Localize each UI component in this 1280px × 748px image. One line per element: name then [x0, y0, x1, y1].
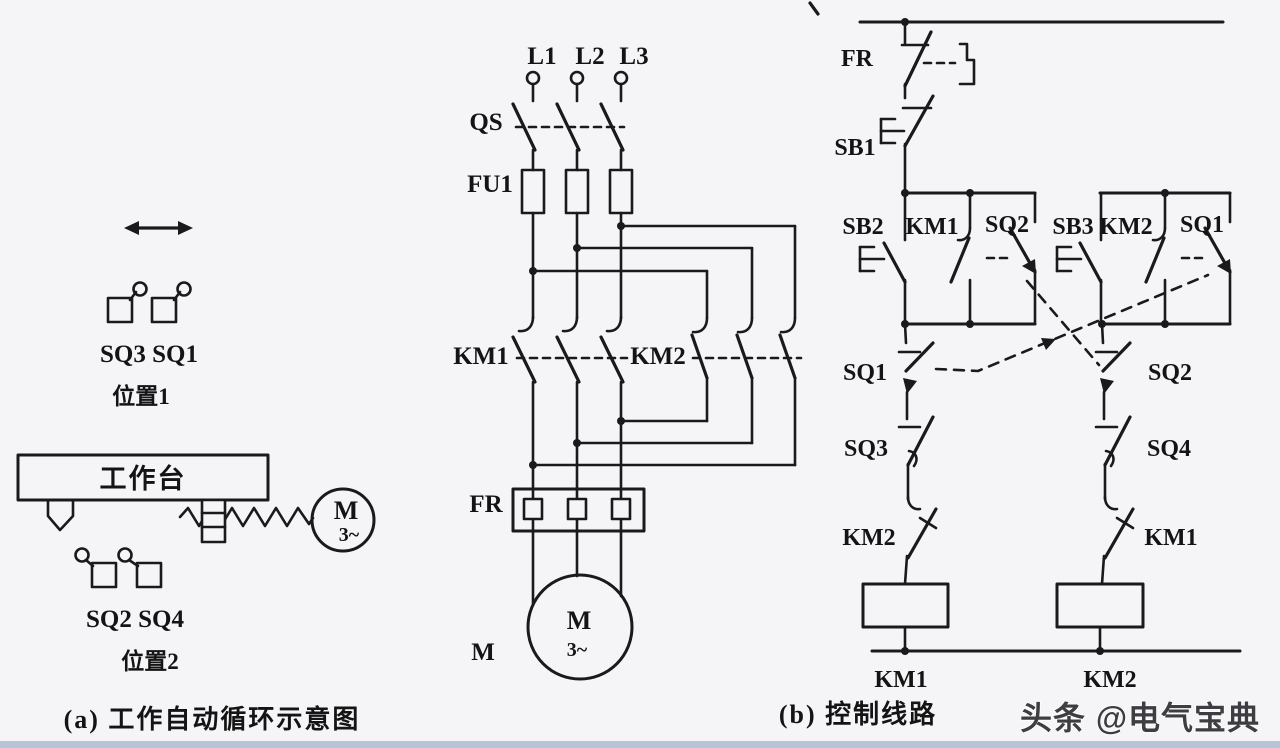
limit-switch-sq4-symbol [117, 547, 163, 589]
panel-b-caption: (b) 控制线路 [779, 699, 937, 729]
bottom-strip [0, 741, 1280, 748]
fr-overload-heaters [511, 380, 646, 533]
panel-a-motor-letter: M [334, 496, 359, 525]
main-motor-letter: M [567, 606, 592, 635]
screw-nut [200, 498, 227, 544]
watermark-text: 头条 @电气宝典 [1020, 700, 1260, 736]
table-dog-pointer [46, 498, 75, 532]
motor-ref-label: M [471, 639, 495, 666]
sb1-label: SB1 [834, 135, 875, 161]
phase-l3-label: L3 [619, 43, 648, 70]
supply-terminals [525, 70, 629, 86]
sq2-no-limit-contact [985, 191, 1037, 326]
worktable-label: 工作台 [100, 463, 187, 494]
control-bottom-bus [870, 647, 1242, 655]
sq2-nc-label: SQ2 [1148, 360, 1192, 386]
km1-main-contacts [511, 315, 629, 384]
km2-coil-box [1055, 582, 1145, 629]
km2-seal-label: KM2 [1099, 214, 1152, 240]
fu1-label: FU1 [467, 171, 513, 198]
km1-interlock-label: KM1 [1144, 525, 1197, 551]
panel-a-motor: M 3~ [310, 487, 376, 553]
limit-switch-sq2-symbol [74, 547, 118, 589]
sq3-nc-label: SQ3 [844, 436, 888, 462]
lead-screw-zigzag [178, 506, 315, 528]
km2-interlock-label: KM2 [842, 525, 895, 551]
sq2-no-label: SQ2 [985, 212, 1029, 238]
sq1-nc-label: SQ1 [843, 360, 887, 386]
panel-a-caption: (a) 工作自动循环示意图 [64, 704, 361, 734]
km2-coil-label: KM2 [1083, 667, 1136, 693]
position1-label: 位置1 [112, 383, 170, 409]
reverse-series-chain [1055, 322, 1145, 653]
phase-wires-and-crossover [529, 211, 797, 320]
km1-main-label: KM1 [453, 343, 509, 370]
sq1-no-limit-contact [1180, 191, 1232, 326]
km1-seal-label: KM1 [905, 214, 958, 240]
mechanical-linkage-dashes [934, 273, 1210, 373]
qs-disconnect-switch [511, 82, 626, 152]
scan-artifact-tick [808, 1, 820, 16]
km1-seal-contact [949, 191, 972, 326]
km1-coil-box [861, 582, 950, 629]
km2-main-label: KM2 [630, 343, 686, 370]
main-motor: M 3~ [526, 529, 634, 681]
fr-trip-element-icon [958, 42, 976, 86]
main-power-circuit: L1 L2 L3 QS FU1 [453, 43, 803, 681]
sb2-label: SB2 [842, 214, 883, 240]
panel-a-motor-phase: 3~ [339, 524, 360, 546]
limit-switch-sq1-symbol [150, 281, 192, 324]
sb3-reverse-button [1055, 191, 1103, 326]
phase-l1-label: L1 [527, 43, 556, 70]
lower-switches-label: SQ2 SQ4 [86, 606, 184, 633]
sb1-stop-button [879, 94, 935, 195]
panel-a-work-cycle-schematic: SQ3 SQ1 位置1 工作台 M 3~ [16, 221, 376, 734]
position2-label: 位置2 [121, 648, 179, 674]
upper-switches-label: SQ3 SQ1 [100, 341, 198, 368]
km2-main-contacts [690, 316, 803, 380]
forward-branch-rails [901, 189, 1037, 328]
km2-seal-contact [1144, 191, 1167, 326]
fr-contact-label: FR [841, 46, 874, 72]
km1-coil-label: KM1 [874, 667, 927, 693]
qs-label: QS [469, 109, 502, 136]
fr-nc-contact [900, 20, 976, 100]
fr-main-label: FR [469, 491, 503, 518]
main-motor-phase: 3~ [567, 639, 588, 661]
limit-switch-sq3-symbol [106, 281, 148, 324]
control-circuit: FR SB1 [779, 18, 1242, 729]
sq1-no-label: SQ1 [1180, 212, 1224, 238]
worktable-box [16, 453, 270, 502]
km2-crossback-wires [529, 376, 797, 469]
sq4-nc-label: SQ4 [1147, 436, 1191, 462]
phase-l2-label: L2 [575, 43, 604, 70]
sb2-forward-button [858, 191, 907, 326]
travel-direction-arrow [124, 221, 193, 235]
forward-series-chain [861, 322, 950, 653]
sb3-label: SB3 [1052, 214, 1093, 240]
fu1-fuses [520, 148, 634, 215]
